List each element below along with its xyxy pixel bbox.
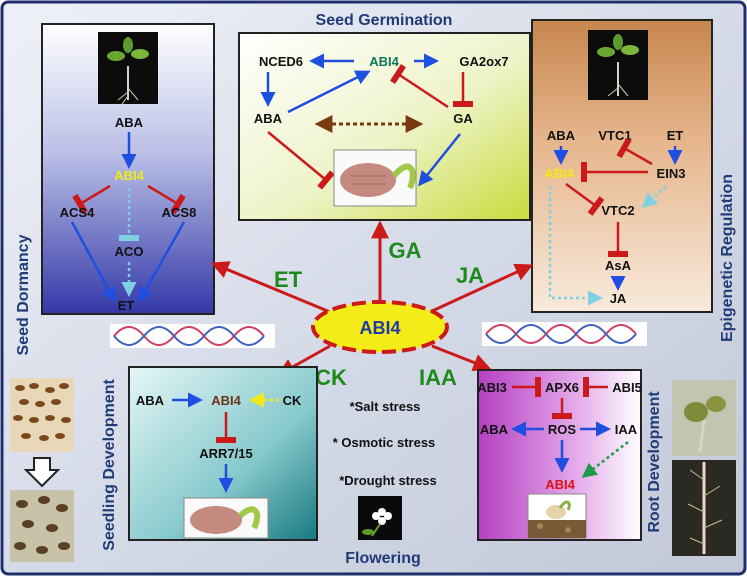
inhibit-abi4-acs4 xyxy=(72,184,111,215)
epi-asa: AsA xyxy=(605,258,632,273)
root-abi5: ABI5 xyxy=(612,380,642,395)
hub-arrow-ja xyxy=(429,263,534,314)
dormant-seeds-photo xyxy=(10,378,74,452)
arrow-abi4-ja xyxy=(548,186,603,306)
root-seedling-photo xyxy=(527,493,587,539)
dormancy-aco: ACO xyxy=(115,244,144,259)
title-seedling-development: Seedling Development xyxy=(101,379,118,551)
seedling-photo-dormancy xyxy=(98,32,158,105)
hormone-ck: CK xyxy=(315,365,347,390)
dormancy-et: ET xyxy=(118,298,135,313)
arrow-acs8-et xyxy=(138,221,186,303)
hub-arrow-et xyxy=(210,261,331,314)
inhibit-ein3-vtc1 xyxy=(616,137,653,166)
root-iaa: IAA xyxy=(615,422,638,437)
epi-aba: ABA xyxy=(547,128,576,143)
dormancy-aba: ABA xyxy=(115,115,144,130)
epi-ja: JA xyxy=(610,291,627,306)
root-apx6: APX6 xyxy=(545,380,579,395)
dna-strip-left xyxy=(110,324,275,348)
panel-root-development: ABI3 APX6 ABI5 ABA ROS IAA ABI4 xyxy=(477,369,642,541)
title-seed-germination: Seed Germination xyxy=(316,12,453,29)
hormone-ja: JA xyxy=(456,263,484,288)
root-abi4: ABI4 xyxy=(545,477,575,492)
arrow-acs4-et xyxy=(70,221,116,303)
down-arrow-icon xyxy=(23,457,61,488)
center-abi4-hub: ABI4 xyxy=(311,300,449,354)
germinated-seeds-photo xyxy=(10,490,74,562)
center-abi4-label: ABI4 xyxy=(359,318,400,338)
title-root-development: Root Development xyxy=(646,391,663,533)
epi-vtc2: VTC2 xyxy=(601,203,634,218)
panel-seedling-development: ABA ABI4 CK ARR7/15 xyxy=(128,366,318,541)
epi-ein3: EIN3 xyxy=(657,166,686,181)
hub-arrow-iaa xyxy=(431,344,492,372)
title-epigenetic-regulation: Epigenetic Regulation xyxy=(719,174,736,342)
arrow-ein3-vtc2 xyxy=(641,185,667,209)
root-aba: ABA xyxy=(480,422,509,437)
seedling-ck: CK xyxy=(283,393,302,408)
inhibit-ga-abi4 xyxy=(389,64,449,109)
germ-nced6: NCED6 xyxy=(259,54,303,69)
dormancy-acs8: ACS8 xyxy=(162,205,197,220)
germ-ga2ox7: GA2ox7 xyxy=(459,54,508,69)
panel-seed-dormancy: ABA ABI4 ACS4 ACS8 ACO ET xyxy=(41,23,215,315)
epi-et: ET xyxy=(667,128,684,143)
germ-abi4: ABI4 xyxy=(369,54,399,69)
germ-aba: ABA xyxy=(254,111,283,126)
arrow-ga-germination xyxy=(418,133,461,187)
inhibit-abi4-acs8 xyxy=(147,184,186,215)
stress-salt: *Salt stress xyxy=(350,399,421,414)
seedling-closeup-photo xyxy=(672,380,736,456)
seedling-abi4: ABI4 xyxy=(211,393,241,408)
inhibit-aba-germination xyxy=(267,131,335,190)
germ-ga: GA xyxy=(453,111,473,126)
hormone-iaa: IAA xyxy=(419,365,457,390)
dormancy-acs4: ACS4 xyxy=(60,205,95,220)
root-hair-photo xyxy=(672,460,736,556)
panel-seed-germination: NCED6 ABI4 GA2ox7 ABA GA xyxy=(238,32,531,221)
hormone-et: ET xyxy=(274,267,303,292)
panel-epigenetic-regulation: ABA VTC1 ET ABI4 EIN3 VTC2 AsA JA xyxy=(531,19,713,313)
flower-photo xyxy=(358,496,402,540)
seedling-arr: ARR7/15 xyxy=(199,446,252,461)
title-seed-dormancy: Seed Dormancy xyxy=(15,234,32,355)
title-flowering: Flowering xyxy=(345,550,421,567)
dormancy-abi4: ABI4 xyxy=(114,168,144,183)
root-abi3: ABI3 xyxy=(477,380,507,395)
seedling-seed-photo xyxy=(183,497,269,539)
inhibit-abi4-vtc2 xyxy=(565,182,605,216)
epi-abi4: ABI4 xyxy=(544,166,574,181)
seedling-photo-epigenetic xyxy=(588,30,648,100)
root-ros: ROS xyxy=(548,422,577,437)
germinating-seed-photo xyxy=(333,149,417,207)
seedling-aba: ABA xyxy=(136,393,165,408)
stress-drought: *Drought stress xyxy=(339,473,437,488)
dna-strip-right xyxy=(482,322,647,346)
stress-osmotic: * Osmotic stress xyxy=(333,435,436,450)
hormone-ga: GA xyxy=(389,238,422,263)
arrow-aba-abi4 xyxy=(287,70,371,114)
epi-vtc1: VTC1 xyxy=(598,128,631,143)
